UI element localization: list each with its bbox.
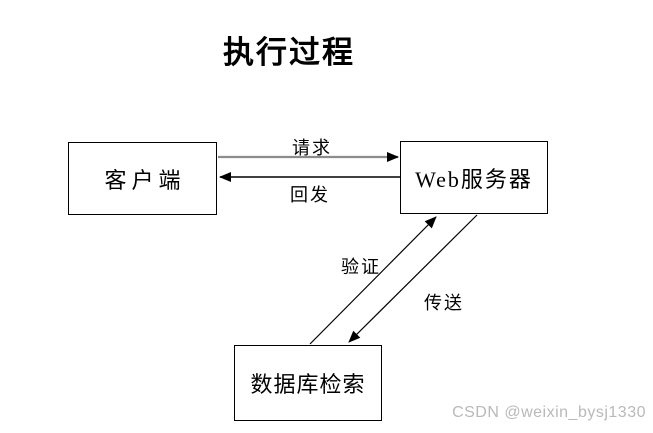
verify-label: 验证	[341, 257, 381, 277]
transfer-label: 传送	[424, 293, 464, 313]
web-server-node: Web服务器	[400, 141, 548, 214]
database-node: 数据库检索	[234, 345, 382, 421]
diagram-title: 执行过程	[223, 35, 355, 70]
verify-arrow	[309, 216, 437, 345]
watermark: CSDN @weixin_bysj1330	[452, 404, 646, 421]
request-label: 请求	[292, 138, 332, 158]
postback-label: 回发	[290, 185, 330, 205]
client-node: 客户端	[68, 142, 217, 215]
